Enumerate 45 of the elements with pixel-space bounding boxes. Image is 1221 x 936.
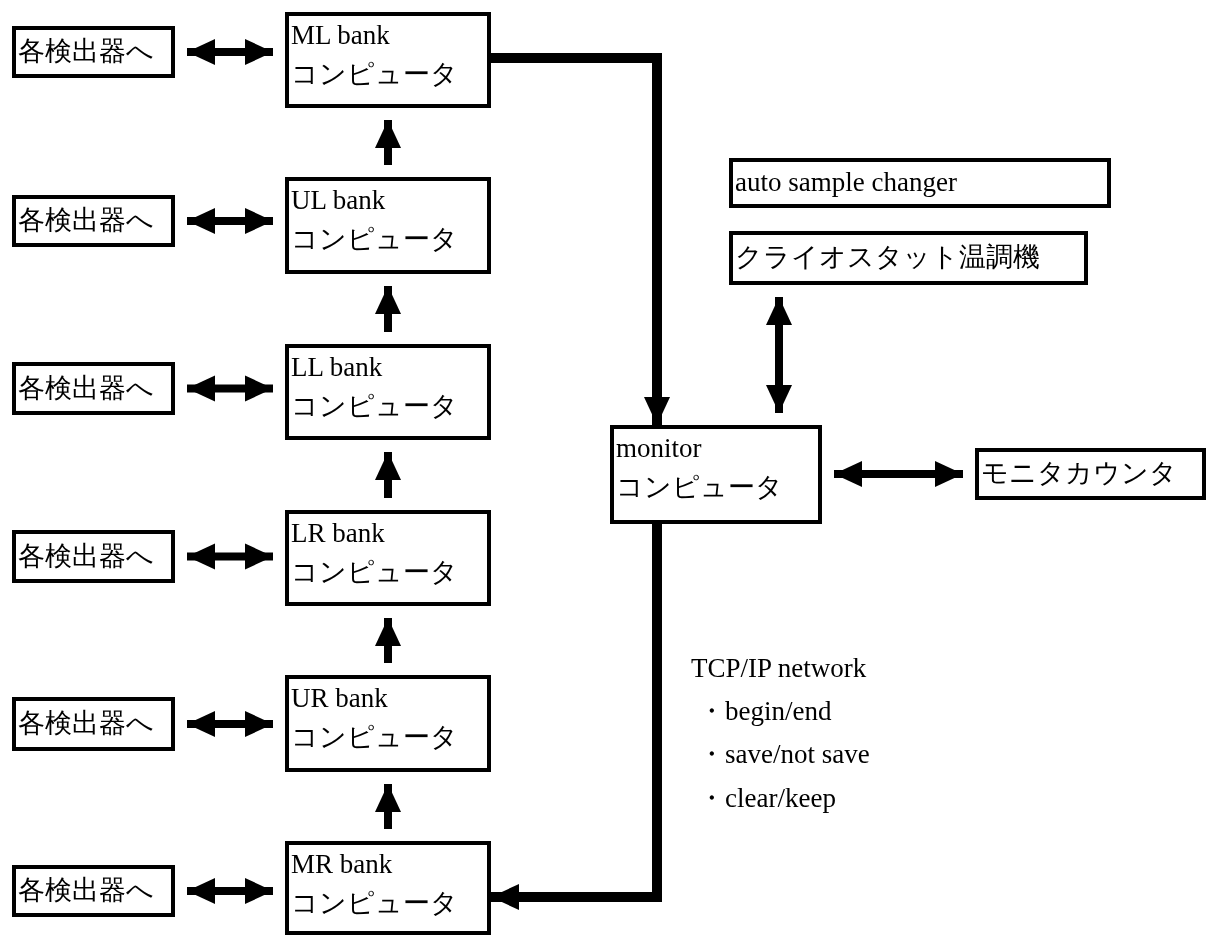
device-box xyxy=(729,231,1088,285)
box-text: 各検出器へ xyxy=(18,874,155,908)
detector-box xyxy=(12,195,175,247)
box-text: コンピュータ xyxy=(291,556,459,590)
computer-box xyxy=(285,841,491,935)
computer-box xyxy=(610,425,822,524)
box-text: 各検出器へ xyxy=(18,204,155,238)
list-item: ・begin/end xyxy=(698,695,832,728)
computer-box xyxy=(285,675,491,772)
box-text: コンピュータ xyxy=(291,887,459,921)
arrow xyxy=(491,524,662,910)
box-text: MR bank xyxy=(291,848,394,881)
box-text: LL bank xyxy=(291,351,384,384)
box-text: ML bank xyxy=(291,19,391,52)
box-text: コンピュータ xyxy=(291,58,459,92)
box-text: monitor xyxy=(616,432,703,465)
box-text: コンピュータ xyxy=(291,390,459,424)
box-text: auto sample changer xyxy=(735,166,958,200)
box-text: クライオスタット温調機 xyxy=(735,241,1041,275)
arrow xyxy=(491,53,670,425)
box-text: コンピュータ xyxy=(291,223,459,257)
computer-box xyxy=(285,510,491,606)
device-box xyxy=(729,158,1111,208)
detector-box xyxy=(12,530,175,583)
computer-box xyxy=(285,12,491,108)
box-text: UL bank xyxy=(291,184,387,217)
detector-box xyxy=(12,362,175,415)
box-text: コンピュータ xyxy=(291,721,459,755)
list-item: ・clear/keep xyxy=(698,782,836,815)
box-text: 各検出器へ xyxy=(18,707,155,741)
box-text: UR bank xyxy=(291,682,389,715)
computer-box xyxy=(285,177,491,274)
box-text: 各検出器へ xyxy=(18,539,155,573)
box-text: コンピュータ xyxy=(616,471,784,505)
list-item: ・save/not save xyxy=(698,738,870,771)
box-text: LR bank xyxy=(291,517,386,550)
note-heading: TCP/IP network xyxy=(691,652,867,685)
detector-box xyxy=(12,697,175,751)
detector-box xyxy=(12,865,175,917)
detector-box xyxy=(12,26,175,78)
computer-box xyxy=(285,344,491,440)
box-text: モニタカウンタ xyxy=(981,457,1178,491)
counter-box xyxy=(975,448,1206,500)
box-text: 各検出器へ xyxy=(18,371,155,405)
box-text: 各検出器へ xyxy=(18,35,155,69)
